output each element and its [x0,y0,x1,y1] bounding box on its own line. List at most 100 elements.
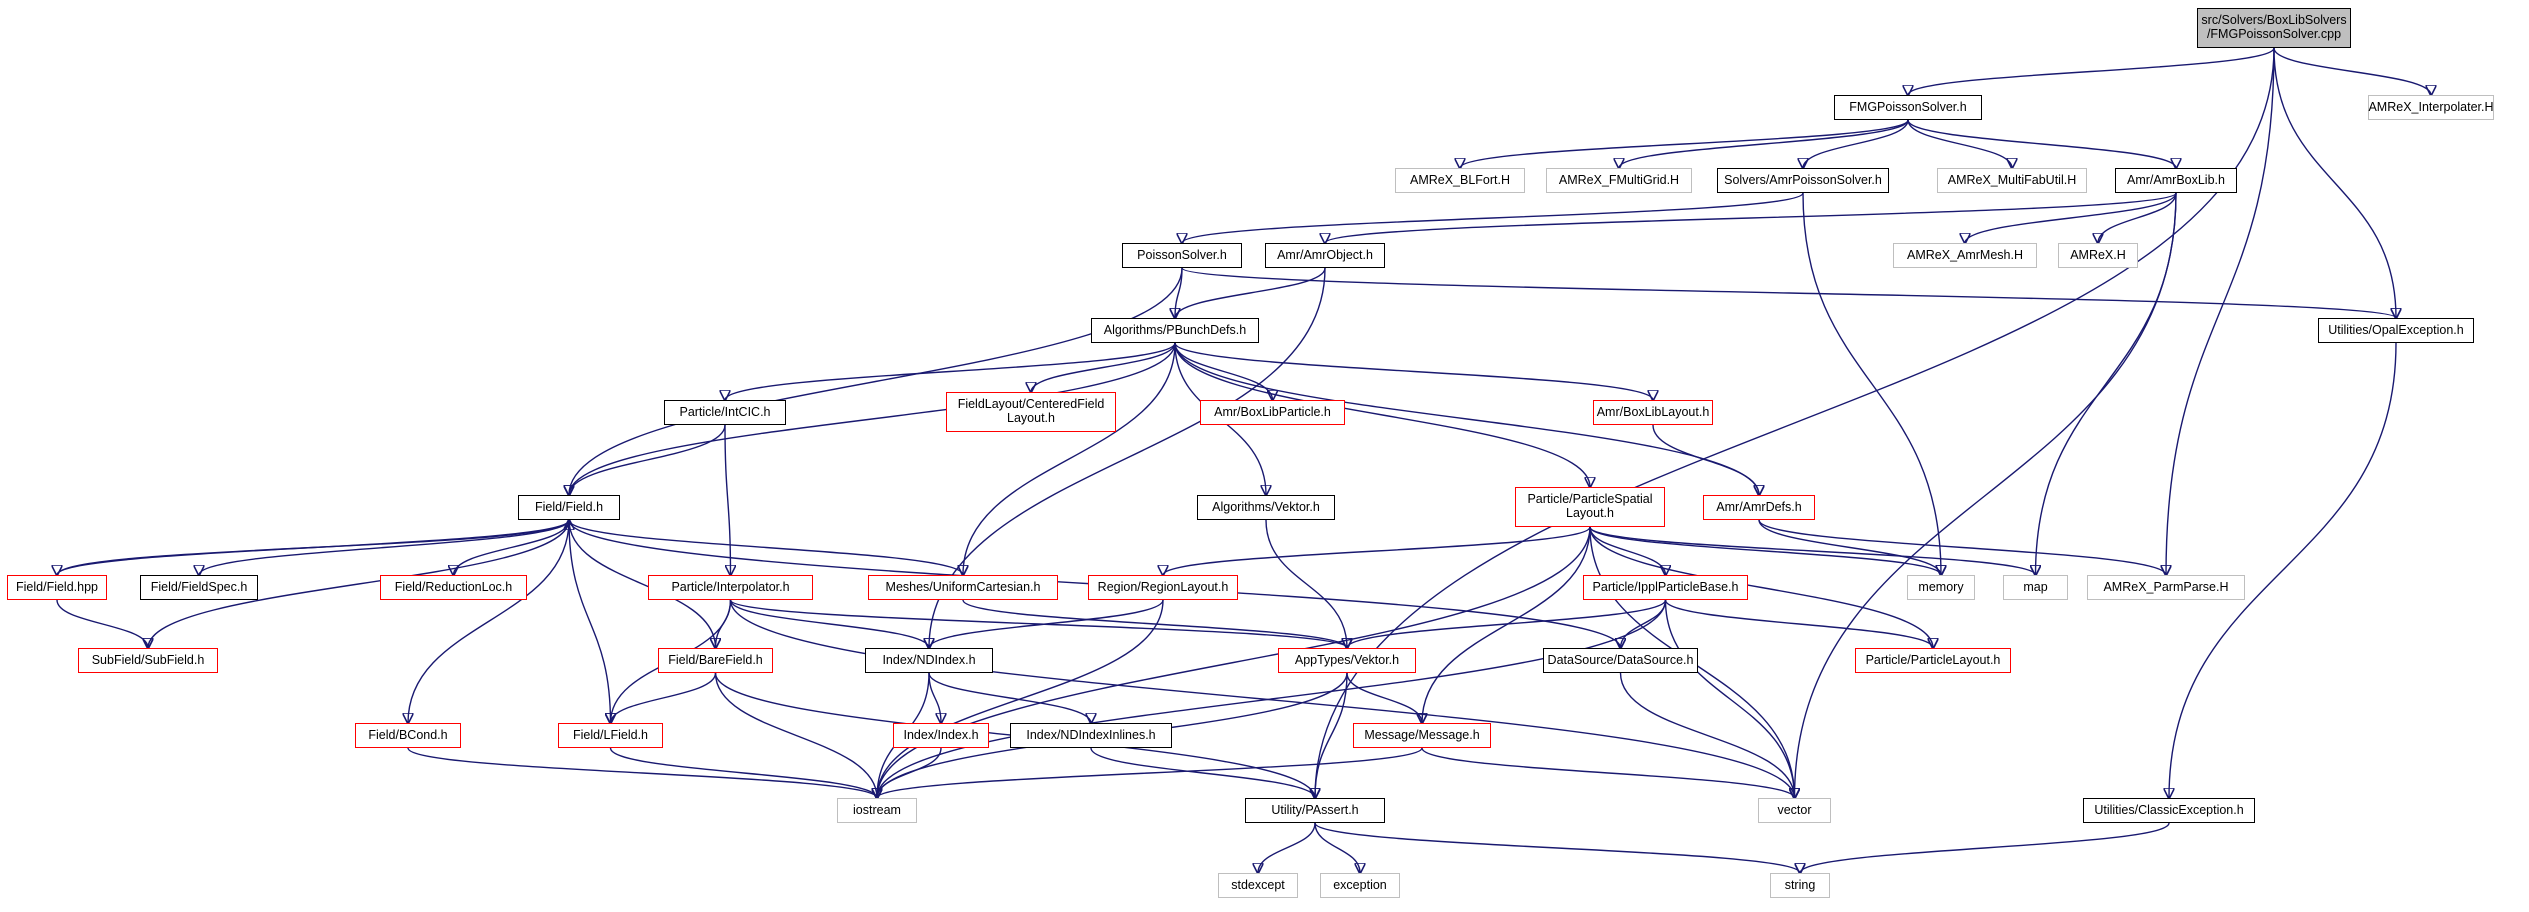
edge-intcic-to-fieldh [569,424,726,495]
edge-ndindexinl-to-passert [1090,747,1315,798]
edge-fieldhpp-to-fieldh [56,520,569,576]
edge-passert-to-exception [1314,822,1360,873]
node-boxliblayout[interactable]: Amr/BoxLibLayout.h [1593,400,1713,425]
node-apptypes-vektor[interactable]: AppTypes/Vektor.h [1278,648,1416,673]
node-message[interactable]: Message/Message.h [1353,723,1491,748]
node-exception[interactable]: exception [1320,873,1400,898]
node-passert[interactable]: Utility/PAssert.h [1245,798,1385,823]
edge-fieldh-to-bcond [408,519,570,723]
edge-root-to-passert [1315,47,2275,798]
edge-bcond-to-iostream [407,747,877,798]
edge-root-to-amrex_interp [2273,47,2431,95]
edge-ipplparticle-to-appvektor [1347,599,1667,648]
edge-fmg-to-multifabutil [1907,119,2012,168]
node-amrex-parmparse[interactable]: AMReX_ParmParse.H [2087,575,2245,600]
node-field-h[interactable]: Field/Field.h [518,495,620,520]
node-stdexcept[interactable]: stdexcept [1218,873,1298,898]
edge-fmg-to-amrex_fmultigrid [1619,119,1909,168]
node-amrpoissonsolver[interactable]: Solvers/AmrPoissonSolver.h [1717,168,1889,193]
node-bcond[interactable]: Field/BCond.h [355,723,461,748]
edge-amrboxlib-to-amrex_h [2098,192,2177,243]
edge-amrdefs-to-memory [1758,519,1941,575]
node-intcic[interactable]: Particle/IntCIC.h [664,400,786,425]
node-particlelayout[interactable]: Particle/ParticleLayout.h [1855,648,2011,673]
edge-pbunch-to-centered [1031,342,1176,392]
edge-pspatial-to-regionlayout [1163,526,1591,575]
node-amrdefs[interactable]: Amr/AmrDefs.h [1703,495,1815,520]
node-regionlayout[interactable]: Region/RegionLayout.h [1088,575,1238,600]
edge-ipplparticle-to-iostream [877,599,1667,798]
edge-message-to-vector [1421,747,1795,798]
edge-root-to-parmparse [2166,47,2275,575]
node-memory[interactable]: memory [1907,575,1975,600]
edge-ipplparticle-to-particlelayout [1664,599,1934,648]
edge-intcic-to-interpolator [724,424,731,575]
node-reductionloc[interactable]: Field/ReductionLoc.h [380,575,527,600]
node-ndindex[interactable]: Index/NDIndex.h [865,648,993,673]
node-opalexception[interactable]: Utilities/OpalException.h [2318,318,2474,343]
edge-fmg-to-amrpoisson [1803,119,1909,168]
node-algorithms-vektor[interactable]: Algorithms/Vektor.h [1197,495,1335,520]
node-amrex-amrmesh[interactable]: AMReX_AmrMesh.H [1893,243,2037,268]
edge-vektor-to-appvektor [1265,519,1347,648]
edge-interpolator-to-appvektor [729,599,1348,648]
node-fieldspec[interactable]: Field/FieldSpec.h [140,575,258,600]
node-boxlibparticle[interactable]: Amr/BoxLibParticle.h [1200,400,1345,425]
node-fmgpoissonsolver-h[interactable]: FMGPoissonSolver.h [1834,95,1982,120]
node-amrobject[interactable]: Amr/AmrObject.h [1265,243,1385,268]
node-uniformcartesian[interactable]: Meshes/UniformCartesian.h [868,575,1058,600]
node-ipplparticlebase[interactable]: Particle/IpplParticleBase.h [1583,575,1748,600]
node-lfield[interactable]: Field/LField.h [558,723,663,748]
edge-ndindex-to-ndindexinl [928,672,1091,723]
node-interpolator[interactable]: Particle/Interpolator.h [648,575,813,600]
node-vector[interactable]: vector [1758,798,1831,823]
node-particlespatiallayout[interactable]: Particle/ParticleSpatial Layout.h [1515,487,1665,527]
edge-amrdefs-to-parmparse [1758,519,2166,575]
node-ndindexinlines[interactable]: Index/NDIndexInlines.h [1010,723,1172,748]
edge-root-to-opalexc [2273,47,2396,318]
edge-fieldh-to-uniformcart [568,519,963,575]
edge-amrboxlib-to-vector [1795,192,2177,798]
node-pbunchdefs[interactable]: Algorithms/PBunchDefs.h [1091,318,1259,343]
edge-pspatial-to-message [1422,526,1591,723]
edge-passert-to-string [1314,822,1800,873]
node-classicexception[interactable]: Utilities/ClassicException.h [2083,798,2255,823]
node-barefield[interactable]: Field/BareField.h [658,648,773,673]
node-amrex-blfort[interactable]: AMReX_BLFort.H [1395,168,1525,193]
node-subfield[interactable]: SubField/SubField.h [78,648,218,673]
edge-pbunch-to-fieldh [569,342,1176,495]
edge-pbunch-to-boxlibparticle [1174,342,1273,400]
edge-amrpoisson-to-memory [1802,192,1941,575]
node-amrex-fmultigrid[interactable]: AMReX_FMultiGrid.H [1546,168,1692,193]
edge-regionlayout-to-ndindex [929,599,1164,648]
node-amrex-h[interactable]: AMReX.H [2058,243,2138,268]
node-amrex-multifabutil[interactable]: AMReX_MultiFabUtil.H [1937,168,2087,193]
edge-fieldh-to-fieldspec [199,519,570,575]
node-map[interactable]: map [2003,575,2068,600]
edge-appvektor-to-passert [1315,672,1348,798]
node-field-hpp[interactable]: Field/Field.hpp [7,575,107,600]
node-poissonsolver[interactable]: PoissonSolver.h [1122,243,1242,268]
edge-barefield-to-lfield [611,672,717,723]
edge-ipplparticle-to-datasource [1621,599,1667,648]
node-index-h[interactable]: Index/Index.h [893,723,989,748]
edge-opalexc-to-classicexc [2169,342,2397,798]
node-amrboxlib[interactable]: Amr/AmrBoxLib.h [2115,168,2237,193]
node-fmgpoissonsolver-cpp[interactable]: src/Solvers/BoxLibSolvers /FMGPoissonSol… [2197,8,2351,48]
node-amrex-interpolater[interactable]: AMReX_Interpolater.H [2368,95,2494,120]
edge-uniformcart-to-appvektor [962,599,1347,648]
edge-boxliblayout-to-amrdefs [1652,424,1759,495]
edge-interpolator-to-ndindex [729,599,930,648]
edge-appvektor-to-message [1346,672,1422,723]
node-iostream[interactable]: iostream [837,798,917,823]
node-string[interactable]: string [1770,873,1830,898]
edge-pspatial-to-particlelayout [1589,526,1933,648]
edge-pspatial-to-memory [1589,526,1941,575]
edge-passert-to-stdexcept [1258,822,1316,873]
edge-pbunch-to-boxliblayout [1174,342,1653,400]
edge-amrboxlib-to-amrex_amrmesh [1965,192,2177,243]
edge-pspatial-to-map [1589,526,2036,575]
node-datasource[interactable]: DataSource/DataSource.h [1543,648,1698,673]
node-centeredfieldlayout[interactable]: FieldLayout/CenteredField Layout.h [946,392,1116,432]
edge-datasource-to-vector [1619,672,1795,798]
